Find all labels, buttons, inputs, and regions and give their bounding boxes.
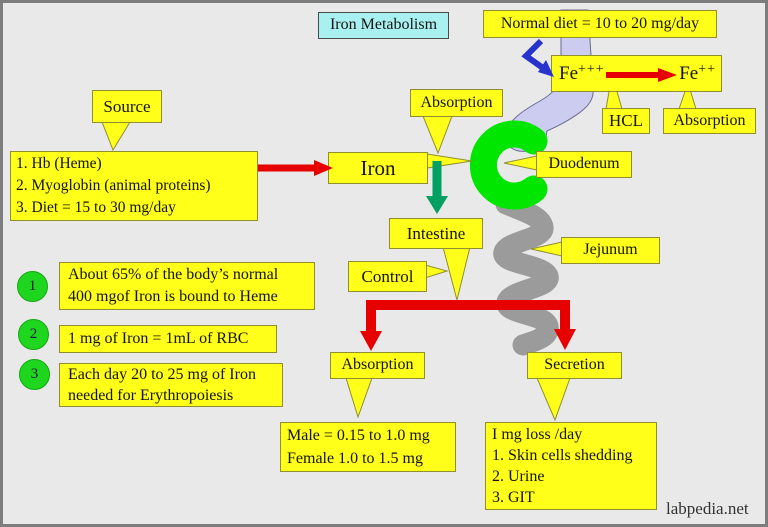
absorption-center-callout: Absorption (410, 89, 503, 117)
duodenum-shape (469, 120, 548, 210)
loss-line: I mg loss /day (492, 426, 583, 443)
duodenum-callout: Duodenum (536, 151, 632, 178)
iron-to-intestine-arrow (426, 161, 448, 214)
note-line: About 65% of the body’s normal (68, 266, 279, 283)
note-number-badge: 1 (17, 271, 48, 302)
note-box-1: About 65% of the body’s normal 400 mgof … (59, 262, 315, 310)
watermark-label: labpedia.net (666, 499, 749, 518)
diet-to-fe-arrow (521, 38, 554, 77)
note-number-badge: 3 (19, 359, 50, 390)
note-line: 400 mgof Iron is bound to Heme (68, 288, 278, 305)
source-to-iron-arrow (258, 160, 333, 176)
fe2-label: Fe++ (679, 62, 716, 84)
jejunum-callout: Jejunum (561, 237, 660, 264)
note-box-3: Each day 20 to 25 mg of Iron needed for … (59, 363, 283, 407)
note-line: Each day 20 to 25 mg of Iron (68, 366, 256, 383)
absorption-bottom-callout: Absorption (330, 352, 425, 379)
source-line: 3. Diet = 15 to 30 mg/day (16, 199, 176, 216)
absorption-fe-callout: Absorption (663, 108, 756, 134)
male-female-box: Male = 0.15 to 1.0 mg Female 1.0 to 1.5 … (280, 422, 456, 472)
diagram-title: Iron Metabolism (318, 12, 449, 39)
iron-loss-box: I mg loss /day 1. Skin cells shedding 2.… (485, 422, 657, 510)
note-number-badge: 2 (18, 319, 49, 350)
note-box-2: 1 mg of Iron = 1mL of RBC (59, 325, 277, 353)
iron-box: Iron (328, 152, 428, 184)
source-line: 2. Myoglobin (animal proteins) (16, 177, 211, 194)
jejunum-shape (493, 193, 559, 356)
female-line: Female 1.0 to 1.5 mg (287, 450, 423, 467)
source-callout: Source (92, 90, 162, 123)
control-callout: Control (348, 261, 427, 292)
loss-line: 2. Urine (492, 468, 545, 485)
source-list-box: 1. Hb (Heme) 2. Myoglobin (animal protei… (10, 151, 258, 221)
loss-line: 3. GIT (492, 489, 535, 506)
note-line: 1 mg of Iron = 1mL of RBC (68, 329, 249, 347)
intestine-callout: Intestine (389, 218, 483, 249)
fe3-to-fe2-arrow (606, 68, 677, 82)
control-split-arrow (360, 300, 576, 351)
normal-diet-box: Normal diet = 10 to 20 mg/day (483, 10, 717, 38)
hcl-callout: HCL (602, 108, 650, 134)
male-line: Male = 0.15 to 1.0 mg (287, 427, 430, 444)
source-line: 1. Hb (Heme) (16, 155, 102, 172)
note-line: needed for Erythropoiesis (68, 387, 234, 404)
secretion-callout: Secretion (527, 352, 622, 379)
loss-line: 1. Skin cells shedding (492, 447, 633, 464)
fe3-label: Fe+++ (559, 62, 605, 84)
